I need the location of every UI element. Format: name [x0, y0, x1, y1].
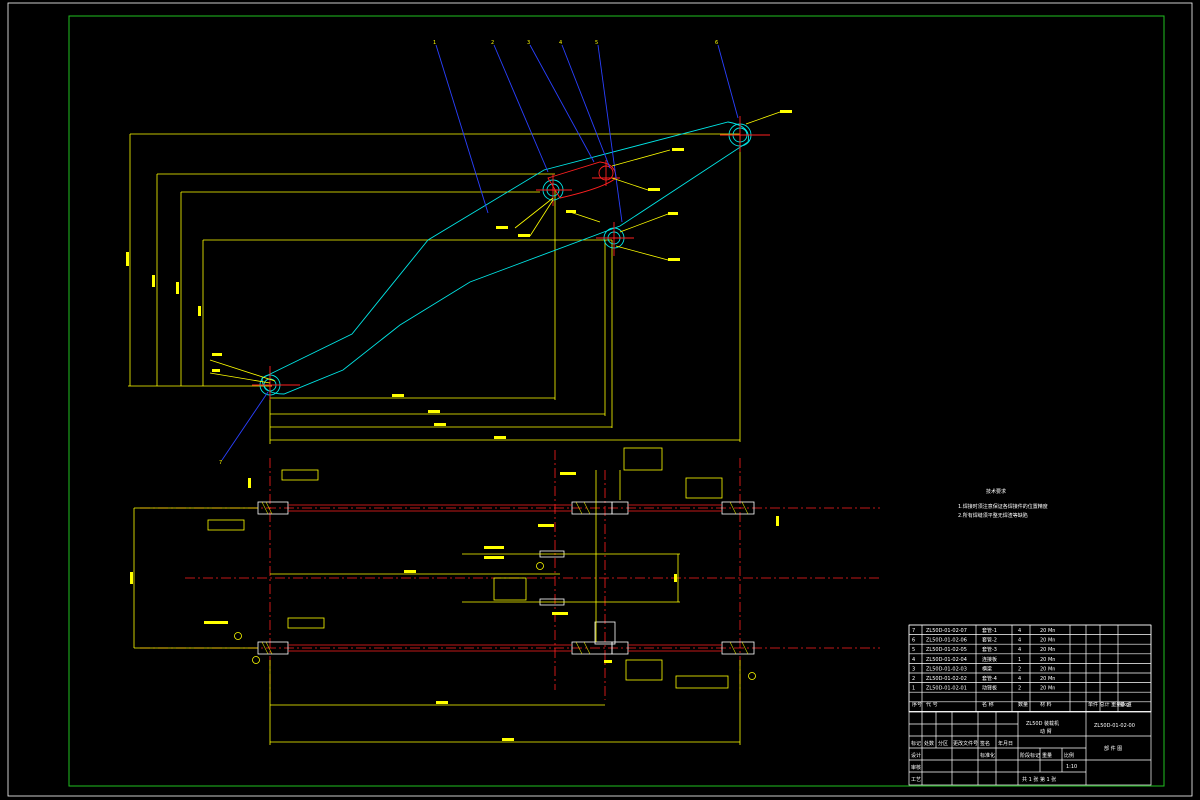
balloon-5: 5	[595, 40, 598, 46]
parts-cell: 2	[912, 676, 915, 682]
parts-cell: ZL50D-01-02-02	[926, 676, 967, 682]
tech-req-1: 1.焊接时须注意保证各焊接件的位置精度	[958, 503, 1048, 510]
parts-cell: 套管-4	[982, 675, 997, 682]
parts-cell: 5	[912, 647, 915, 653]
parts-header-cell: 序号	[912, 701, 922, 708]
parts-cell: 2	[1018, 666, 1021, 672]
parts-cell: 套管-1	[982, 627, 997, 634]
balloon-7: 7	[219, 460, 222, 466]
parts-cell: 4	[1018, 647, 1021, 653]
label-zone: 分区	[938, 740, 948, 747]
label-stage: 阶段标记	[1020, 752, 1040, 759]
balloon-3: 3	[527, 40, 530, 46]
parts-cell: ZL50D-01-02-04	[926, 657, 967, 663]
parts-cell: 3	[912, 666, 915, 672]
parts-header-cell: 材 料	[1040, 701, 1052, 708]
parts-cell: 横梁	[982, 665, 992, 672]
parts-cell: 动臂板	[982, 685, 997, 692]
parts-cell: 20 Mn	[1040, 666, 1055, 672]
parts-cell: 4	[1018, 628, 1021, 634]
label-date: 年月日	[998, 740, 1013, 747]
parts-cell: 20 Mn	[1040, 676, 1055, 682]
sign-row-process: 工艺	[911, 777, 921, 783]
boom-elevation-view	[126, 44, 792, 461]
parts-cell: ZL50D-01-02-01	[926, 686, 967, 692]
scale-value: 1:10	[1066, 764, 1077, 770]
sheet-info: 共 1 张 第 1 张	[1022, 776, 1056, 783]
parts-cell: 20 Mn	[1040, 647, 1055, 653]
parts-cell: 套管-2	[982, 637, 997, 644]
parts-header-cell: 备 注	[1120, 701, 1132, 708]
parts-cell: 1	[1018, 657, 1021, 663]
sign-row-check: 审核	[911, 764, 921, 771]
sheet-border	[7, 2, 1193, 797]
label-weight: 重量	[1042, 752, 1052, 759]
balloon-1: 1	[433, 40, 436, 46]
sign-row-mark: 标记	[911, 740, 921, 747]
label-signature: 签名	[980, 740, 990, 747]
technical-requirements: 技术要求 1.焊接时须注意保证各焊接件的位置精度 2.所有焊缝须平整无焊渣等缺陷	[958, 488, 1048, 519]
drawing-number: ZL50D-01-02-00	[1094, 723, 1135, 729]
parts-cell: 20 Mn	[1040, 638, 1055, 644]
parts-cell: 6	[912, 638, 915, 644]
parts-cell: ZL50D-01-02-03	[926, 666, 967, 672]
parts-cell: ZL50D-01-02-06	[926, 638, 967, 644]
parts-cell: 1	[912, 686, 915, 692]
parts-cell: 4	[1018, 638, 1021, 644]
balloon-2: 2	[491, 40, 494, 46]
label-count: 处数	[924, 740, 934, 747]
parts-cell: 7	[912, 628, 915, 634]
drawing-frame	[68, 15, 1165, 787]
parts-cell: 2	[1018, 686, 1021, 692]
parts-cell: 4	[1018, 676, 1021, 682]
parts-cell: 20 Mn	[1040, 657, 1055, 663]
balloon-numbers: 1 2 3 4 5 6 7	[219, 40, 718, 466]
parts-cell: 连接板	[982, 656, 997, 663]
tech-req-title: 技术要求	[986, 488, 1006, 495]
title-block: ZL50D 装载机 动 臂 ZL50D-01-02-00 部 件 图 共 1 张…	[908, 624, 1152, 786]
tech-req-2: 2.所有焊缝须平整无焊渣等缺陷	[958, 512, 1028, 519]
balloon-6: 6	[715, 40, 718, 46]
product-name: ZL50D 装载机	[1026, 720, 1059, 727]
parts-header-cell: 单件 总计 重量(kg)	[1088, 701, 1131, 708]
parts-list: 7 ZL50D-01-02-07 套管-1 4 20 Mn 6 ZL50D-01-02-06…	[912, 627, 1132, 708]
label-standard: 标准化	[980, 752, 995, 759]
part-name: 动 臂	[1040, 728, 1052, 735]
boom-plan-view	[130, 447, 880, 745]
parts-header-cell: 代 号	[926, 701, 938, 708]
sign-row-design: 设计	[911, 752, 921, 759]
balloon-4: 4	[559, 40, 562, 46]
label-scale: 比例	[1064, 752, 1074, 759]
parts-cell: ZL50D-01-02-05	[926, 647, 967, 653]
label-change-doc: 更改文件号	[953, 740, 978, 747]
parts-cell: ZL50D-01-02-07	[926, 628, 967, 634]
drawing-type: 部 件 图	[1104, 745, 1122, 752]
parts-cell: 套管-3	[982, 646, 997, 653]
parts-header-cell: 名 称	[982, 701, 994, 708]
parts-cell: 20 Mn	[1040, 686, 1055, 692]
parts-cell: 20 Mn	[1040, 628, 1055, 634]
parts-cell: 4	[912, 657, 915, 663]
parts-header-cell: 数量	[1018, 701, 1028, 708]
